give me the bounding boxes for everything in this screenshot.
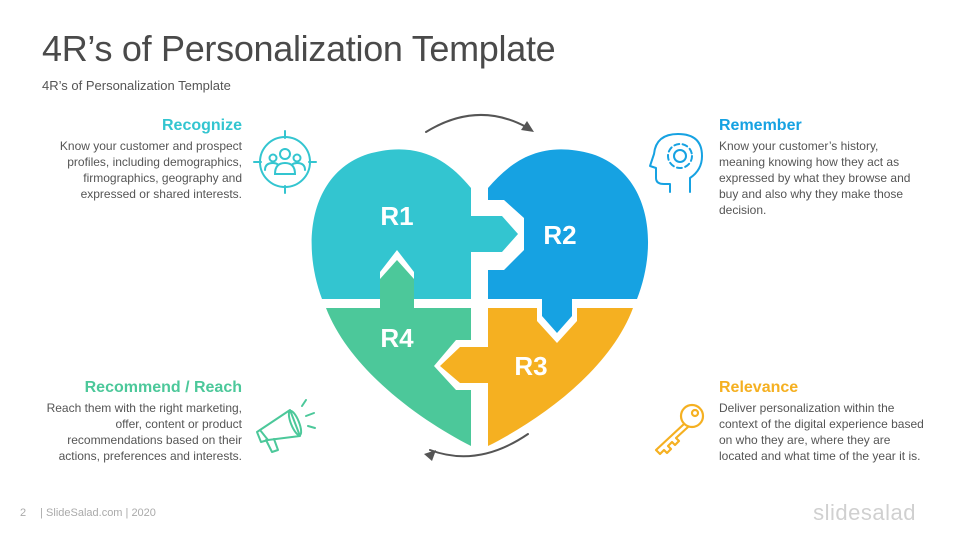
megaphone-icon [256,399,316,453]
puzzle-piece-r1 [311,149,518,299]
arrow-top [425,113,529,133]
slide-title: 4R’s of Personalization Template [42,28,556,69]
target-group-icon [253,130,317,194]
brand-logo: slidesalad [813,500,916,525]
recommend-text: Reach them with the right marketing, off… [46,401,242,463]
heart-puzzle: R1 R2 R3 R4 [311,113,649,461]
puzzle-piece-r2 [488,149,649,333]
label-r3: R3 [514,351,547,381]
page-number: 2 [20,507,27,519]
arrow-bottom-head [424,450,436,461]
puzzle-piece-r4 [326,260,471,446]
recognize-block: Recognize Know your customer and prospec… [40,116,242,202]
recommend-block: Recommend / Reach Reach them with the ri… [40,378,242,464]
relevance-heading: Relevance [719,379,799,396]
slide-subtitle: 4R’s of Personalization Template [42,78,231,93]
remember-text: Know your customer’s history, meaning kn… [719,139,911,217]
relevance-block: Relevance Deliver personalization within… [719,378,924,464]
remember-heading: Remember [719,117,802,134]
label-r2: R2 [543,220,576,250]
label-r1: R1 [380,201,413,231]
recognize-text: Know your customer and prospect profiles… [59,139,242,201]
relevance-text: Deliver personalization within the conte… [719,401,924,463]
remember-block: Remember Know your customer’s history, m… [719,116,924,218]
footer-credit: | SlideSalad.com | 2020 [40,507,156,519]
arrow-top-head [521,121,534,132]
footer: 2 | SlideSalad.com | 2020 [20,507,156,519]
recommend-heading: Recommend / Reach [84,379,242,396]
puzzle-piece-r3 [440,308,633,446]
arrow-bottom [429,433,529,458]
label-r4: R4 [380,323,414,353]
recognize-heading: Recognize [161,117,242,134]
head-gear-icon [649,133,703,193]
key-icon [654,403,705,456]
